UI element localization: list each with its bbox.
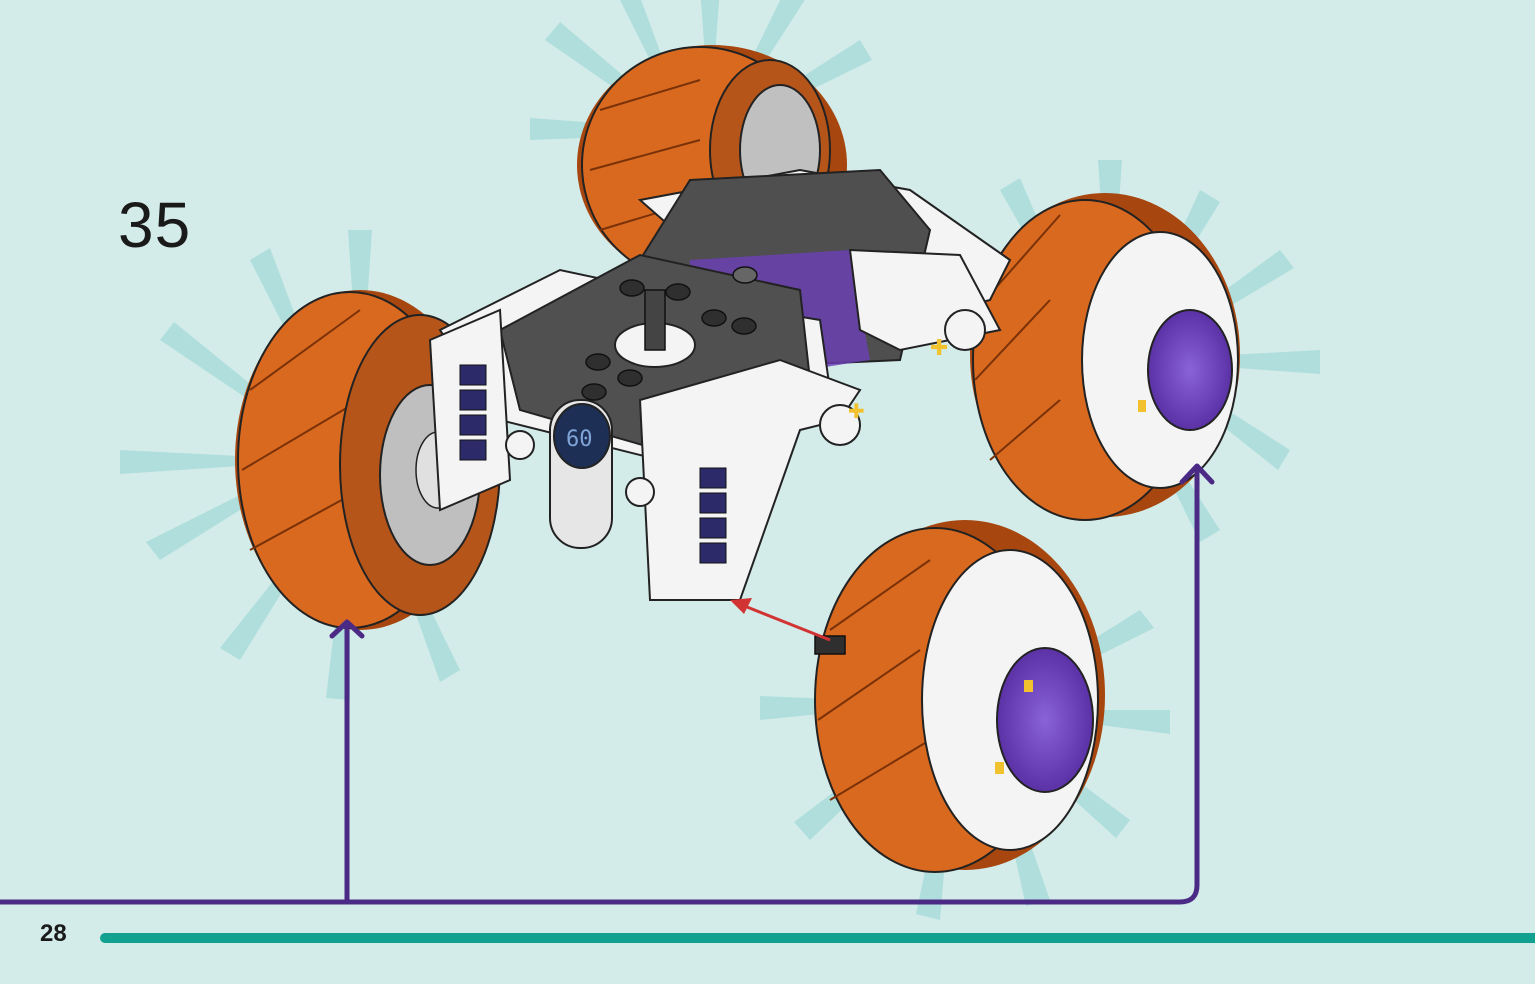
step-number: 35 [118, 189, 192, 261]
wheel-loose [814, 520, 1105, 873]
footer-rule [100, 933, 1535, 943]
chassis: ✚ ✚ 60 [428, 168, 1012, 601]
svg-text:✚: ✚ [930, 336, 948, 361]
dial-display-text: 60 [566, 427, 593, 452]
callout-lines [0, 463, 1215, 905]
svg-text:✚: ✚ [848, 399, 865, 423]
attach-arrow [730, 598, 831, 642]
wheel-right [970, 193, 1240, 521]
page-number: 28 [40, 920, 67, 947]
